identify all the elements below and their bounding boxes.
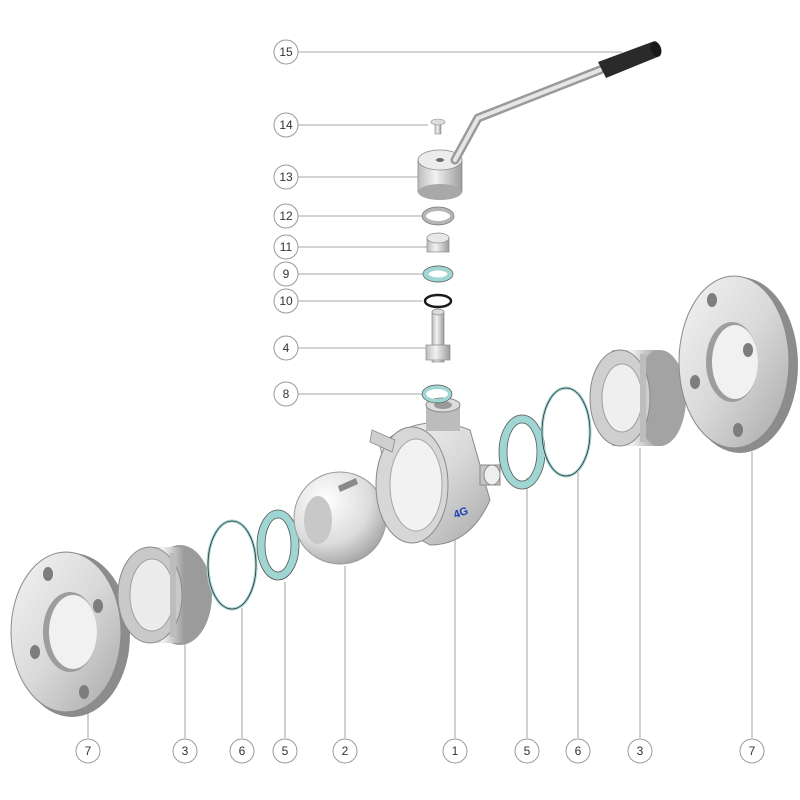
valve-body: 4G bbox=[369, 397, 501, 546]
callout-8: 8 bbox=[273, 381, 299, 407]
ball bbox=[293, 471, 387, 565]
left-end-connector bbox=[117, 545, 212, 645]
callout-label: 5 bbox=[524, 744, 531, 758]
callout-5-right: 5 bbox=[514, 738, 540, 764]
callout-label: 3 bbox=[182, 744, 189, 758]
brand-mark: 4G bbox=[452, 505, 470, 521]
callout-label: 14 bbox=[279, 118, 293, 132]
o-ring-10 bbox=[423, 293, 453, 309]
callout-3-right: 3 bbox=[627, 738, 653, 764]
stem-4 bbox=[425, 308, 451, 363]
left-seat bbox=[256, 509, 300, 581]
callout-label: 2 bbox=[342, 744, 349, 758]
callout-label: 6 bbox=[575, 744, 582, 758]
callout-label: 12 bbox=[279, 209, 293, 223]
callout-label: 7 bbox=[85, 744, 92, 758]
callout-6-left: 6 bbox=[229, 738, 255, 764]
callout-14: 14 bbox=[273, 112, 299, 138]
callout-7-left: 7 bbox=[75, 738, 101, 764]
gland-11 bbox=[426, 232, 450, 253]
stem-seal-ring-8 bbox=[421, 384, 453, 404]
callout-11: 11 bbox=[273, 234, 299, 260]
callout-label: 3 bbox=[637, 744, 644, 758]
leader-lines bbox=[87, 51, 753, 738]
right-end-connector bbox=[589, 349, 686, 447]
callout-10: 10 bbox=[273, 288, 299, 314]
washer-12 bbox=[421, 206, 455, 226]
callout-9: 9 bbox=[273, 261, 299, 287]
callout-6-right: 6 bbox=[565, 738, 591, 764]
handle-15 bbox=[450, 41, 662, 165]
callout-label: 4 bbox=[283, 341, 290, 355]
callout-2: 2 bbox=[332, 738, 358, 764]
callout-13: 13 bbox=[273, 164, 299, 190]
callout-4: 4 bbox=[273, 335, 299, 361]
callout-label: 10 bbox=[279, 294, 293, 308]
callout-label: 6 bbox=[239, 744, 246, 758]
callout-12: 12 bbox=[273, 203, 299, 229]
callout-15: 15 bbox=[273, 39, 299, 65]
callout-label: 1 bbox=[452, 744, 459, 758]
bolt-14 bbox=[430, 118, 446, 135]
packing-ring-9 bbox=[422, 265, 454, 283]
callout-label: 15 bbox=[279, 45, 293, 59]
callout-3-left: 3 bbox=[172, 738, 198, 764]
right-seat bbox=[498, 414, 546, 490]
callout-label: 7 bbox=[749, 744, 756, 758]
callout-1: 1 bbox=[442, 738, 468, 764]
callout-label: 13 bbox=[279, 170, 293, 184]
handle-head-13 bbox=[417, 149, 463, 200]
right-flange bbox=[678, 275, 798, 453]
callout-label: 5 bbox=[282, 744, 289, 758]
callout-5-left: 5 bbox=[272, 738, 298, 764]
left-flange bbox=[10, 551, 130, 717]
callout-label: 9 bbox=[283, 267, 290, 281]
callout-7-right: 7 bbox=[739, 738, 765, 764]
callout-label: 11 bbox=[280, 240, 293, 254]
callout-label: 8 bbox=[283, 387, 290, 401]
